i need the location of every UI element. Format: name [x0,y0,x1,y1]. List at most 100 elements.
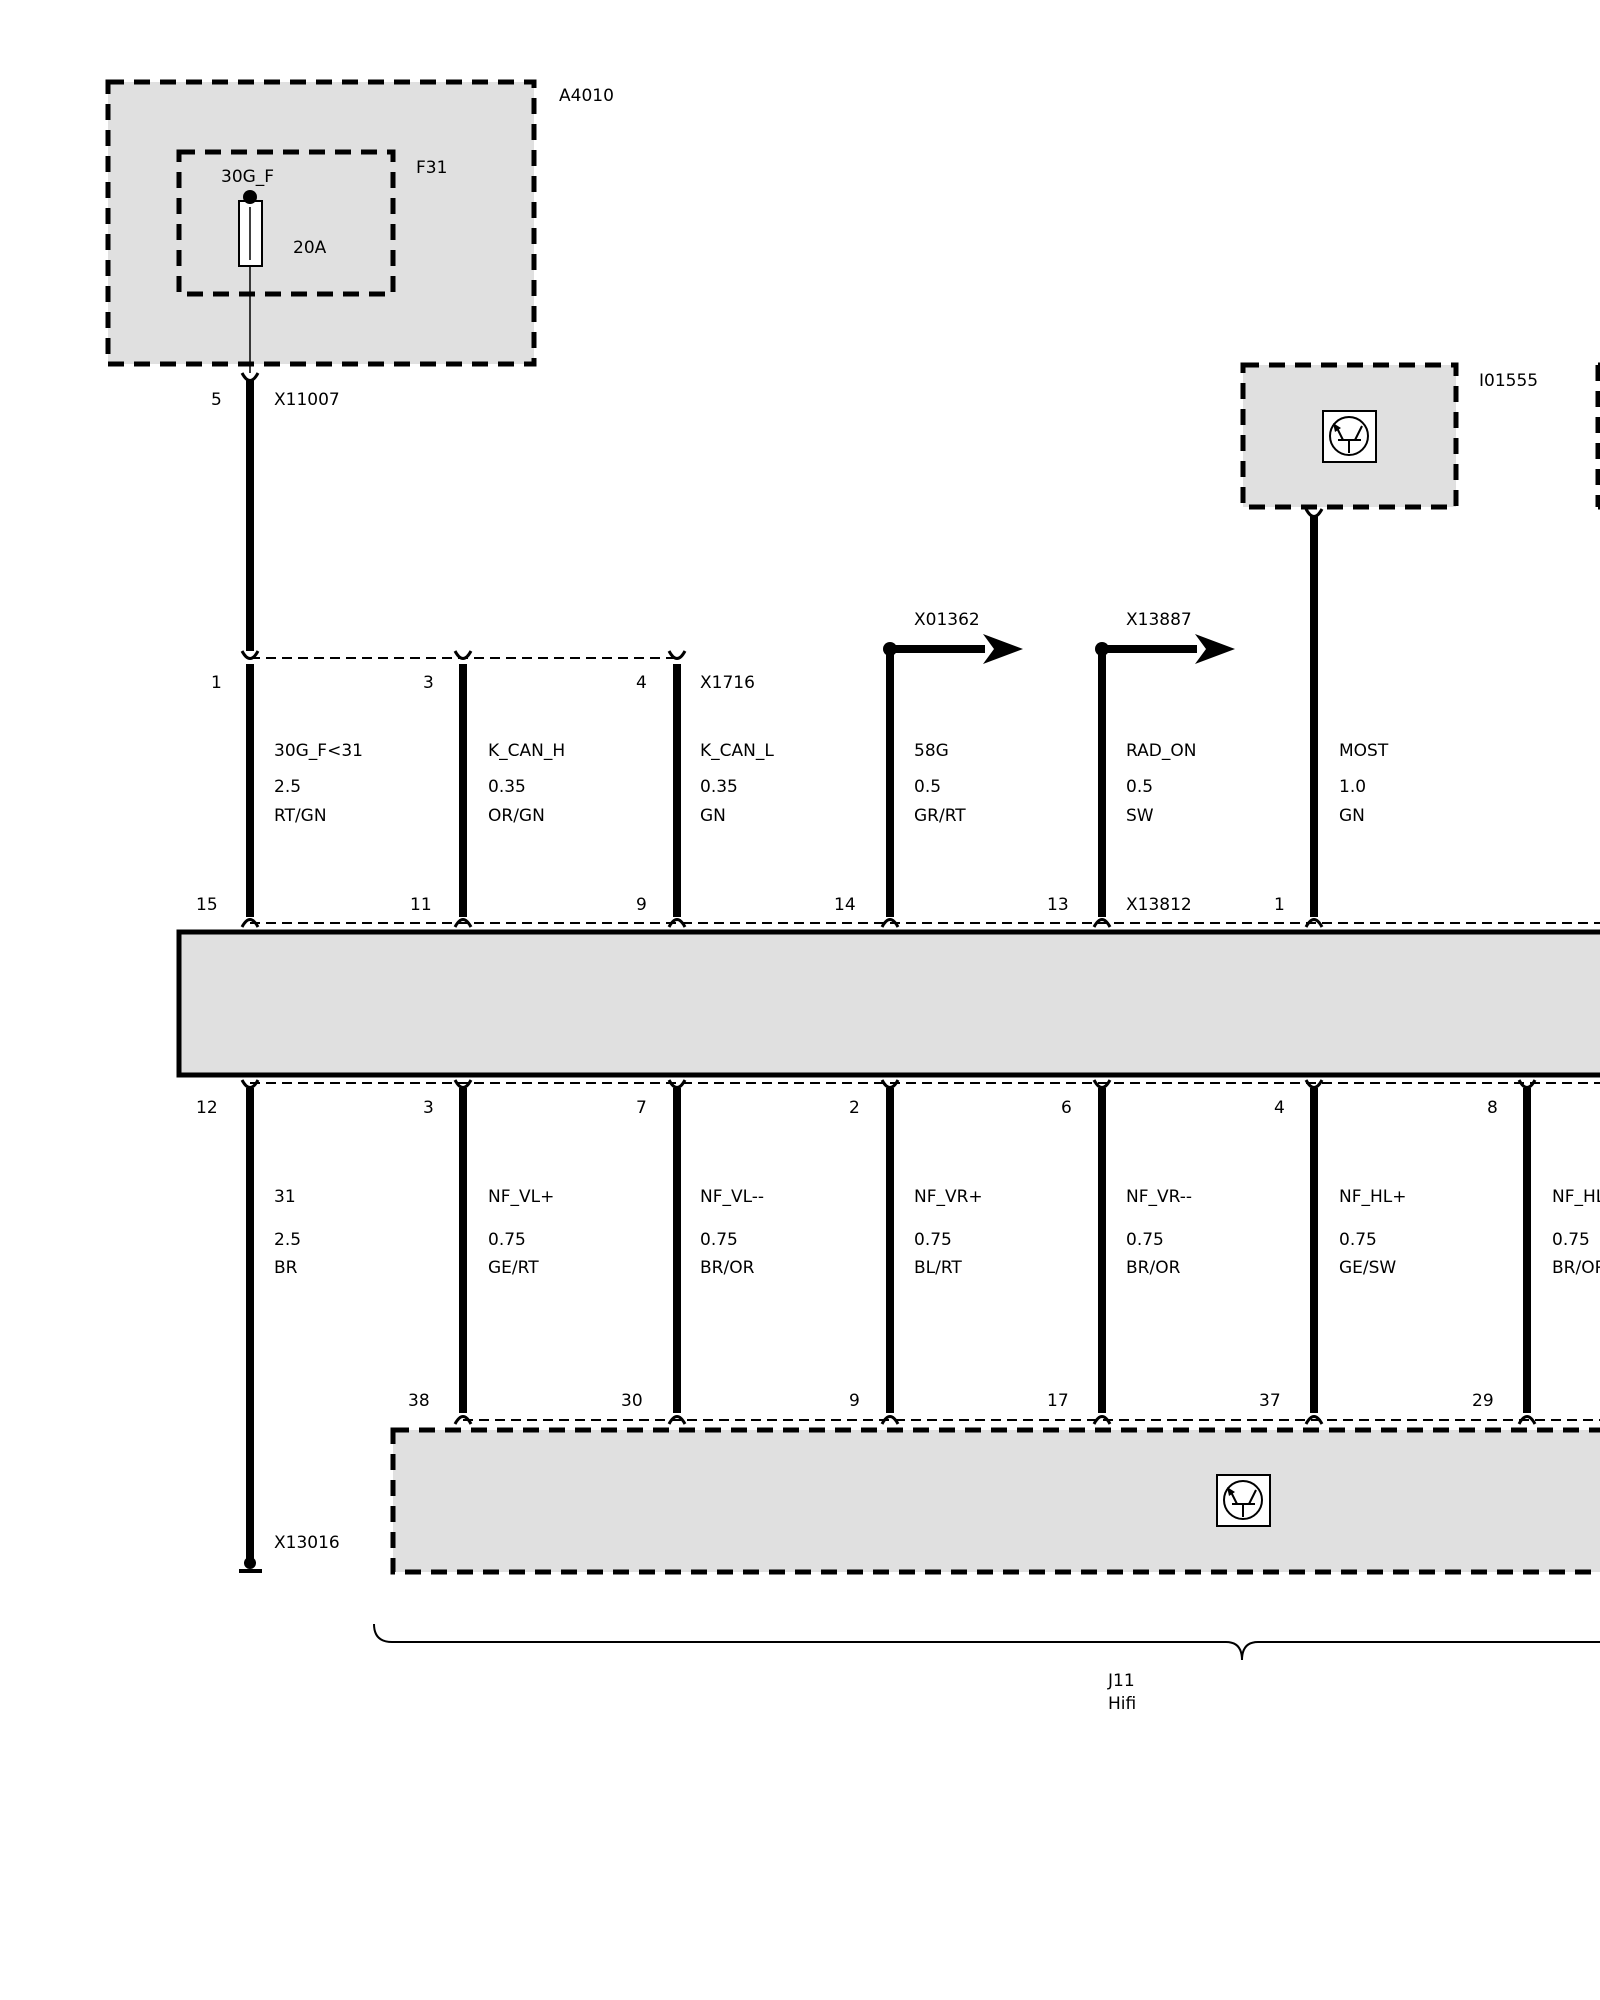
pin-number: 13 [1047,895,1069,915]
wire-signal: NF_HL+ [1339,1187,1407,1207]
connector-label-x13887: X13887 [1126,610,1192,630]
arrow-icon [983,634,1023,664]
connector-cup [1304,918,1324,928]
wire-gauge: 0.35 [488,777,526,797]
connector-cup [1517,1079,1537,1089]
connector-cup [1092,918,1112,928]
pin-number: 4 [1274,1098,1285,1118]
pin-number: 7 [636,1098,647,1118]
wire-color: OR/GN [488,806,545,826]
connector-label-fuse-out: X11007 [274,390,340,410]
connector-label-x13016: X13016 [274,1533,340,1553]
main-control-unit[interactable] [176,929,1600,1078]
connector-cup [1304,1415,1324,1425]
connector-cup [1517,1415,1537,1425]
connector-cup [667,1079,687,1089]
wire-gauge: 0.75 [1339,1230,1377,1250]
wire-gauge: 1.0 [1339,777,1366,797]
wire-signal: NF_VL-- [700,1187,764,1207]
connector-cup [1092,1415,1112,1425]
wire-color: BR/OR [1552,1258,1600,1278]
wire-gauge: 2.5 [274,777,301,797]
wire-signal: MOST [1339,741,1389,761]
fuse-terminal-dot [243,190,257,204]
pin-number: 29 [1472,1391,1494,1411]
connector-cup [240,650,260,660]
fuse-module[interactable] [105,79,537,373]
connector-cup [453,1415,473,1425]
wire-gauge: 0.75 [1126,1230,1164,1250]
wire-color: GN [1339,806,1365,826]
connector-cup [240,1079,260,1089]
wire-signal: K_CAN_L [700,741,774,761]
wire-color: SW [1126,806,1154,826]
connector-cup [880,1415,900,1425]
connector-cup [453,650,473,660]
fuse-module-label: A4010 [559,86,614,106]
arrow-icon [1195,634,1235,664]
pin-number: 11 [410,895,432,915]
wire-color: GR/RT [914,806,966,826]
wire-signal: NF_HL [1552,1187,1600,1207]
wire-label-group-lower: 31 2.5 BR NF_VL+ 0.75 GE/RT NF_VL-- 0.75… [274,1187,1600,1278]
pin-number: 6 [1061,1098,1072,1118]
connector-cup [1304,1079,1324,1089]
wire-color: BR [274,1258,298,1278]
most-unit[interactable] [1240,362,1459,510]
pin-number: 37 [1259,1391,1281,1411]
wire-color: BL/RT [914,1258,962,1278]
pin-number: 2 [849,1098,860,1118]
wire-color: RT/GN [274,806,327,826]
wire-color: GE/SW [1339,1258,1396,1278]
wire-color: GE/RT [488,1258,539,1278]
pin-number: 5 [211,390,222,410]
wire-color: GN [700,806,726,826]
wire-gauge: 0.35 [700,777,738,797]
wire-gauge: 2.5 [274,1230,301,1250]
transistor-icon [1216,1474,1271,1527]
wire-label-group-upper: 30G_F<31 2.5 RT/GN K_CAN_H 0.35 OR/GN K_… [274,741,1389,826]
connector-cup [453,1079,473,1089]
pin-number: 14 [834,895,856,915]
wire-signal: 30G_F<31 [274,741,363,761]
connector-cup [667,1415,687,1425]
pin-number: 1 [1274,895,1285,915]
hifi-amplifier[interactable] [390,1427,1600,1575]
pin-number: 30 [621,1391,643,1411]
pin-number: 38 [408,1391,430,1411]
connector-cup [1092,1079,1112,1089]
pin-number: 17 [1047,1391,1069,1411]
pin-number: 1 [211,673,222,693]
fuse-box-label: F31 [416,158,447,178]
pin-number: 3 [423,673,434,693]
wire-signal: NF_VR+ [914,1187,983,1207]
wire-signal: K_CAN_H [488,741,565,761]
pin-number: 4 [636,673,647,693]
wire-signal: RAD_ON [1126,741,1196,761]
pin-number: 3 [423,1098,434,1118]
wire-gauge: 0.75 [1552,1230,1590,1250]
pin-number: 8 [1487,1098,1498,1118]
pin-number: 15 [196,895,218,915]
connector-cup [880,1079,900,1089]
wire-signal: 31 [274,1187,296,1207]
pin-number: 9 [636,895,647,915]
connector-cup [667,650,687,660]
ground-dot [244,1557,256,1569]
pin-number: 9 [849,1391,860,1411]
wire-gauge: 0.5 [1126,777,1153,797]
wire-gauge: 0.75 [488,1230,526,1250]
harness-brace [373,1623,1600,1661]
fuse-rating-label: 20A [293,238,327,258]
wire-color: BR/OR [1126,1258,1181,1278]
connector-cup [667,918,687,928]
connector-cup [453,918,473,928]
wire-color: BR/OR [700,1258,755,1278]
most-unit-label: I01555 [1479,371,1538,391]
wire-gauge: 0.75 [700,1230,738,1250]
connector-label-x01362: X01362 [914,610,980,630]
pin-number: 12 [196,1098,218,1118]
connector-label-x1716: X1716 [700,673,755,693]
wire-gauge: 0.75 [914,1230,952,1250]
